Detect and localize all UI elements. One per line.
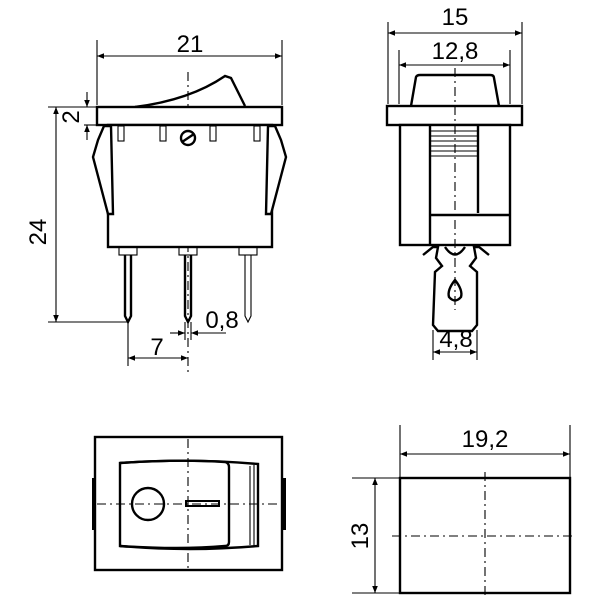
dim-24-label: 24	[25, 219, 52, 246]
left-clip	[91, 124, 115, 216]
top-view	[92, 435, 286, 572]
body	[106, 123, 274, 249]
dim-13-label: 13	[347, 523, 374, 550]
front-view: 21 2 24 7 0,8	[25, 31, 288, 372]
terminal	[422, 245, 490, 333]
flange	[95, 105, 284, 127]
right-clip	[264, 124, 288, 216]
ribs	[430, 130, 478, 157]
body-tabs	[117, 125, 261, 142]
dim-19-2-label: 19,2	[462, 426, 509, 453]
side-view: 15 12,8 4,8	[385, 4, 524, 360]
dim-7-label: 7	[150, 334, 163, 361]
indicator-circle	[130, 486, 166, 522]
dim-0-8-label: 0,8	[205, 307, 238, 334]
screw-icon	[179, 129, 197, 147]
dim-2-label: 2	[58, 110, 85, 123]
dim-21-label: 21	[177, 31, 204, 58]
dim-15-label: 15	[442, 4, 469, 31]
dim-12-8-label: 12,8	[432, 38, 479, 65]
cutout-view: 19,2 13	[347, 425, 573, 598]
rocker	[134, 74, 247, 109]
dim-4-8-label: 4,8	[439, 326, 472, 353]
